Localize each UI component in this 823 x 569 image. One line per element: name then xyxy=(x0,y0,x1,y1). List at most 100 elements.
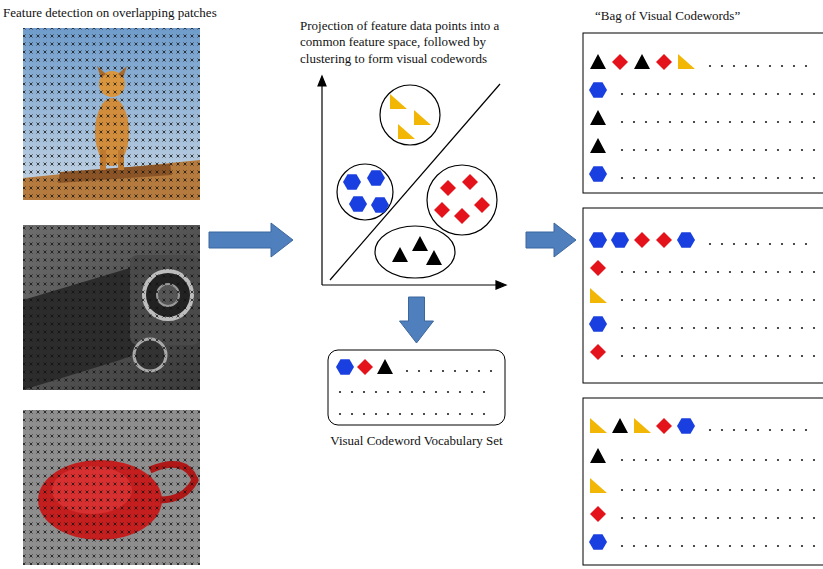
dot xyxy=(753,93,755,95)
diamond-codeword xyxy=(590,260,606,276)
dot xyxy=(789,489,791,491)
dot xyxy=(801,149,803,151)
dot xyxy=(621,149,623,151)
dot xyxy=(621,355,623,357)
dot xyxy=(745,429,747,431)
heading-text: Projection of feature data points into a… xyxy=(300,18,522,67)
dot xyxy=(717,271,719,273)
dot xyxy=(669,517,671,519)
dot xyxy=(729,271,731,273)
dot xyxy=(423,413,425,415)
dot xyxy=(721,65,723,67)
dot xyxy=(813,271,815,273)
dot xyxy=(459,413,461,415)
dot xyxy=(447,413,449,415)
dot xyxy=(765,489,767,491)
diamond-codeword xyxy=(612,54,628,70)
dot xyxy=(709,429,711,431)
dot xyxy=(705,121,707,123)
bag-box xyxy=(583,33,823,193)
hexagon-codeword xyxy=(589,232,607,248)
dot xyxy=(681,517,683,519)
diamond-codeword xyxy=(474,197,490,213)
dot xyxy=(645,517,647,519)
dot xyxy=(777,121,779,123)
dot xyxy=(717,121,719,123)
dot xyxy=(781,65,783,67)
dot xyxy=(633,355,635,357)
dot xyxy=(741,271,743,273)
dot xyxy=(693,489,695,491)
dot xyxy=(339,391,341,393)
dot xyxy=(657,93,659,95)
triangle-codeword xyxy=(634,54,650,69)
dot xyxy=(765,177,767,179)
heading-text: Feature detection on overlapping patches xyxy=(3,5,217,21)
dot xyxy=(621,93,623,95)
dot xyxy=(765,299,767,301)
dot xyxy=(753,517,755,519)
dot xyxy=(705,327,707,329)
dot xyxy=(813,517,815,519)
hexagon-codeword xyxy=(677,232,695,248)
hexagon-codeword xyxy=(349,196,367,212)
dot xyxy=(813,489,815,491)
dot xyxy=(717,545,719,547)
hexagon-codeword xyxy=(677,418,695,434)
dot xyxy=(777,489,779,491)
dot xyxy=(753,459,755,461)
dot xyxy=(733,243,735,245)
dot xyxy=(769,243,771,245)
dot xyxy=(669,93,671,95)
diagram-region: Projection of feature data points into a… xyxy=(300,16,522,295)
dot xyxy=(418,370,420,372)
diamond-codeword xyxy=(454,208,470,224)
dot xyxy=(633,545,635,547)
block-arrow xyxy=(209,223,293,257)
dot xyxy=(777,271,779,273)
triangle-codeword xyxy=(590,138,606,153)
dot xyxy=(801,93,803,95)
dot xyxy=(801,327,803,329)
dot xyxy=(693,327,695,329)
dot xyxy=(657,327,659,329)
dot xyxy=(729,459,731,461)
dot xyxy=(681,299,683,301)
dot xyxy=(765,517,767,519)
dot xyxy=(633,177,635,179)
yellow-triangle-codeword xyxy=(414,110,431,125)
diagram-region: Feature detection on overlapping patches xyxy=(0,0,205,569)
dot xyxy=(693,271,695,273)
dot xyxy=(777,93,779,95)
yellow-triangle-codeword xyxy=(398,124,415,139)
triangle-codeword xyxy=(612,418,628,433)
dog-photo xyxy=(23,28,200,200)
dot xyxy=(681,271,683,273)
dot xyxy=(793,429,795,431)
dot xyxy=(621,327,623,329)
dot xyxy=(793,65,795,67)
dot xyxy=(435,391,437,393)
hexagon-codeword xyxy=(589,316,607,332)
dot xyxy=(741,327,743,329)
dot xyxy=(669,177,671,179)
diagram-region: Visual Codeword Vocabulary Set xyxy=(318,345,515,460)
dot xyxy=(693,517,695,519)
dot xyxy=(741,489,743,491)
dot xyxy=(657,459,659,461)
dot xyxy=(375,413,377,415)
yellow-triangle-codeword xyxy=(590,478,607,493)
vocabulary-box xyxy=(328,350,505,425)
dot xyxy=(777,149,779,151)
dot xyxy=(669,327,671,329)
dot xyxy=(741,299,743,301)
dot xyxy=(387,413,389,415)
triangle-codeword xyxy=(590,110,606,125)
dot xyxy=(717,299,719,301)
dot xyxy=(709,243,711,245)
hexagon-codeword xyxy=(336,359,354,375)
dot xyxy=(471,413,473,415)
dot xyxy=(466,370,468,372)
camera-photo xyxy=(23,225,200,390)
